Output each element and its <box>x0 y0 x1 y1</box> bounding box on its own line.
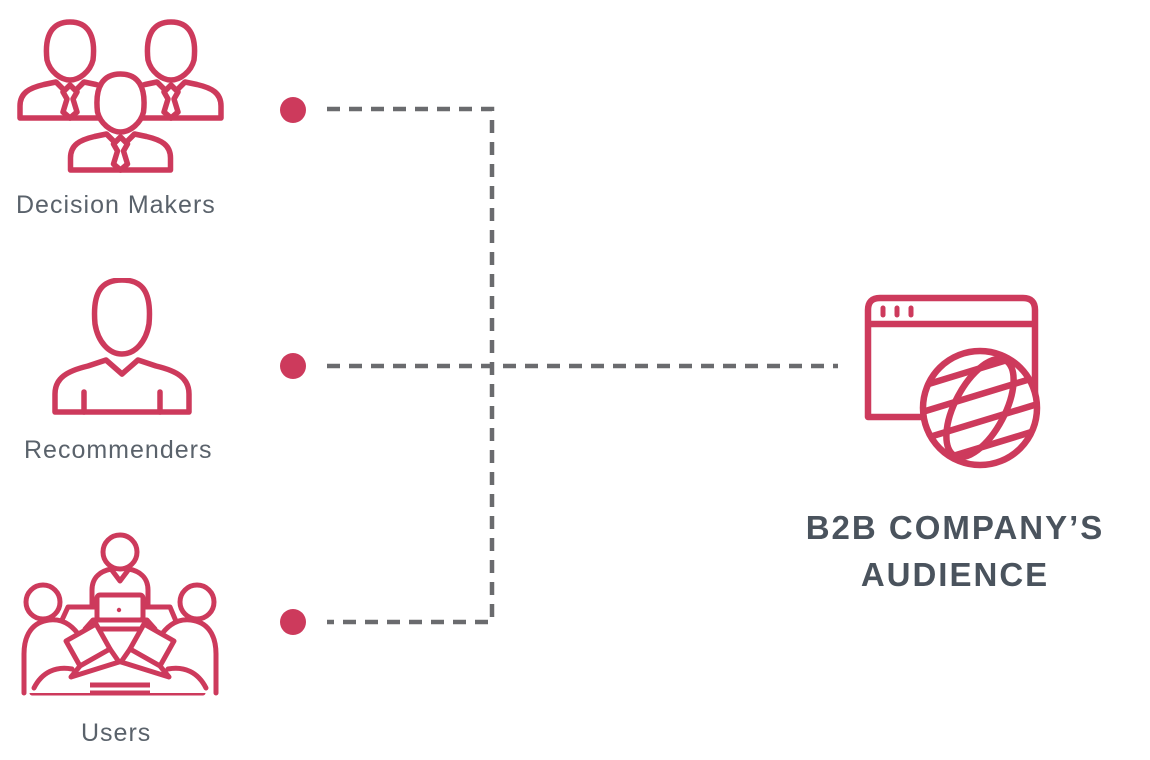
source-label-decision-makers: Decision Makers <box>16 191 216 219</box>
window-menu-dots <box>880 305 914 318</box>
globe <box>919 347 1041 469</box>
target-title: B2B COMPANY’S AUDIENCE <box>775 504 1135 598</box>
node-dot-decision-makers <box>280 97 306 123</box>
source-label-recommenders: Recommenders <box>24 436 213 464</box>
center-user-head <box>100 532 140 572</box>
browser-globe-icon <box>864 294 1041 469</box>
node-dot-users <box>280 609 306 635</box>
laptop-logo-dot <box>116 607 122 613</box>
users-around-table-icon <box>20 532 235 696</box>
node-dot-recommenders <box>280 353 306 379</box>
target-title-line1: B2B COMPANY’S <box>805 509 1105 546</box>
decision-makers-icon <box>13 18 228 176</box>
recommender-icon <box>52 278 192 415</box>
globe-latitude-lines <box>922 356 1038 460</box>
target-title-line2: AUDIENCE <box>860 556 1050 593</box>
person-body <box>52 357 192 415</box>
person-head <box>91 278 153 357</box>
center-laptop-screen <box>94 592 146 623</box>
source-label-users: Users <box>81 719 152 747</box>
